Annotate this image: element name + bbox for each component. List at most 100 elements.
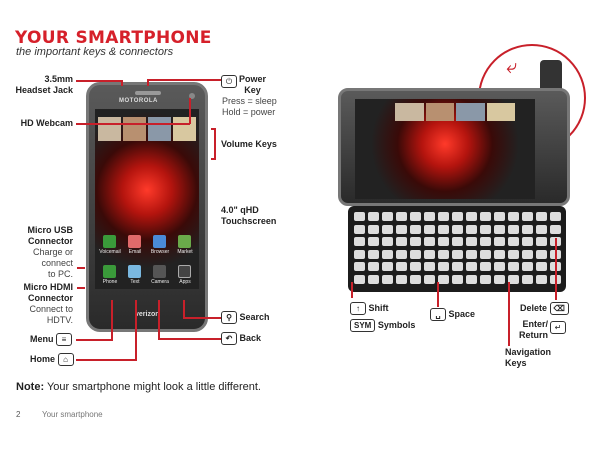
keyboard-key[interactable] <box>382 237 393 246</box>
app-apps[interactable] <box>178 265 191 278</box>
keyboard-key[interactable] <box>466 274 477 284</box>
keyboard-key[interactable] <box>354 212 365 221</box>
keyboard-key[interactable] <box>522 262 533 271</box>
keyboard-key[interactable] <box>424 224 435 234</box>
keyboard-key[interactable] <box>494 274 505 284</box>
keyboard-key[interactable] <box>508 237 519 246</box>
keyboard-key[interactable] <box>368 249 379 259</box>
keyboard-key[interactable] <box>494 224 505 234</box>
keyboard-key[interactable] <box>480 237 491 246</box>
keyboard-key[interactable] <box>410 249 421 259</box>
keyboard-key[interactable] <box>424 237 435 246</box>
keyboard-key[interactable] <box>410 212 421 221</box>
keyboard-key[interactable] <box>536 262 547 271</box>
keyboard-key[interactable] <box>536 249 547 259</box>
keyboard-key[interactable] <box>536 274 547 284</box>
keyboard-key[interactable] <box>508 262 519 271</box>
keyboard-key[interactable] <box>410 274 421 284</box>
keyboard-key[interactable] <box>452 237 463 246</box>
app-browser[interactable] <box>153 235 166 248</box>
page-subtitle: the important keys & connectors <box>16 46 174 58</box>
keyboard-key[interactable] <box>466 262 477 271</box>
keyboard-key[interactable] <box>438 224 449 234</box>
keyboard-key[interactable] <box>508 249 519 259</box>
keyboard-key[interactable] <box>522 212 533 221</box>
keyboard-key[interactable] <box>480 274 491 284</box>
keyboard-key[interactable] <box>452 212 463 221</box>
keyboard-key[interactable] <box>480 212 491 221</box>
page-number: 2 <box>16 410 21 419</box>
keyboard-key[interactable] <box>494 249 505 259</box>
keyboard-key[interactable] <box>354 237 365 246</box>
landscape-screen <box>355 99 535 199</box>
keyboard-key[interactable] <box>494 262 505 271</box>
app-voicemail[interactable] <box>103 235 116 248</box>
keyboard-key[interactable] <box>396 224 407 234</box>
keyboard-key[interactable] <box>522 274 533 284</box>
keyboard-key[interactable] <box>438 212 449 221</box>
keyboard-key[interactable] <box>466 249 477 259</box>
keyboard-key[interactable] <box>452 249 463 259</box>
keyboard-key[interactable] <box>382 212 393 221</box>
keyboard-key[interactable] <box>424 274 435 284</box>
keyboard-key[interactable] <box>396 274 407 284</box>
keyboard-key[interactable] <box>536 237 547 246</box>
keyboard-key[interactable] <box>480 224 491 234</box>
keyboard-key[interactable] <box>382 274 393 284</box>
app-phone[interactable] <box>103 265 116 278</box>
keyboard-key[interactable] <box>466 237 477 246</box>
keyboard-key[interactable] <box>466 212 477 221</box>
keyboard-key[interactable] <box>452 262 463 271</box>
keyboard-key[interactable] <box>354 224 365 234</box>
app-camera-label: Camera <box>151 279 169 285</box>
app-market[interactable] <box>178 235 191 248</box>
keyboard-key[interactable] <box>480 249 491 259</box>
keyboard-key[interactable] <box>368 237 379 246</box>
keyboard-key[interactable] <box>368 224 379 234</box>
keyboard-key[interactable] <box>536 212 547 221</box>
keyboard-key[interactable] <box>522 249 533 259</box>
keyboard-key[interactable] <box>508 212 519 221</box>
keyboard-key[interactable] <box>424 249 435 259</box>
keyboard-key[interactable] <box>550 224 561 234</box>
keyboard-key[interactable] <box>522 224 533 234</box>
keyboard-key[interactable] <box>424 262 435 271</box>
keyboard-key[interactable] <box>494 212 505 221</box>
keyboard-key[interactable] <box>480 262 491 271</box>
keyboard-key[interactable] <box>354 262 365 271</box>
keyboard-key[interactable] <box>466 224 477 234</box>
app-camera[interactable] <box>153 265 166 278</box>
keyboard-key[interactable] <box>438 274 449 284</box>
keyboard-key[interactable] <box>452 224 463 234</box>
app-text-label: Text <box>130 279 140 285</box>
keyboard-key[interactable] <box>410 224 421 234</box>
keyboard-key[interactable] <box>522 237 533 246</box>
keyboard-key[interactable] <box>438 249 449 259</box>
app-text[interactable] <box>128 265 141 278</box>
keyboard-key[interactable] <box>550 212 561 221</box>
keyboard-key[interactable] <box>508 274 519 284</box>
app-email[interactable] <box>128 235 141 248</box>
keyboard-key[interactable] <box>438 262 449 271</box>
keyboard-key[interactable] <box>424 212 435 221</box>
keyboard-key[interactable] <box>438 237 449 246</box>
keyboard-key[interactable] <box>494 237 505 246</box>
keyboard-key[interactable] <box>382 224 393 234</box>
keyboard-key[interactable] <box>354 249 365 259</box>
keyboard-key[interactable] <box>368 274 379 284</box>
phone-landscape-image <box>338 88 570 206</box>
keyboard-key[interactable] <box>410 237 421 246</box>
keyboard-key[interactable] <box>354 274 365 284</box>
keyboard-key[interactable] <box>396 212 407 221</box>
keyboard-key[interactable] <box>410 262 421 271</box>
keyboard-key[interactable] <box>382 249 393 259</box>
keyboard-key[interactable] <box>452 274 463 284</box>
keyboard-key[interactable] <box>368 212 379 221</box>
keyboard-key[interactable] <box>382 262 393 271</box>
keyboard-key[interactable] <box>536 224 547 234</box>
keyboard-key[interactable] <box>396 237 407 246</box>
keyboard-key[interactable] <box>396 249 407 259</box>
keyboard-key[interactable] <box>368 262 379 271</box>
keyboard-key[interactable] <box>396 262 407 271</box>
keyboard-key[interactable] <box>508 224 519 234</box>
